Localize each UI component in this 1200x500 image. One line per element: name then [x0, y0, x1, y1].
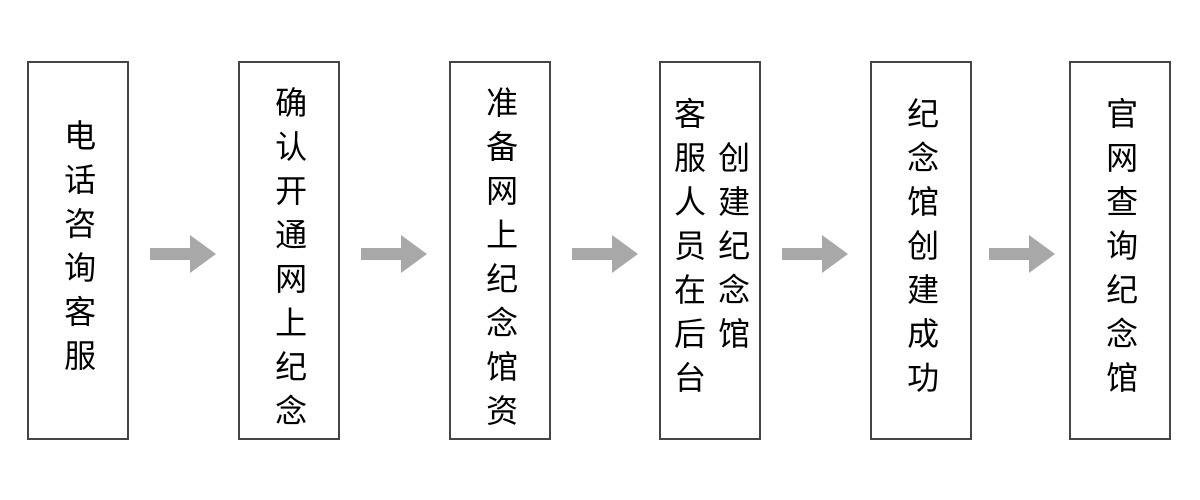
- arrow-right-icon-1: [150, 235, 216, 273]
- flow-node-5[interactable]: 纪念馆创建成功: [870, 61, 972, 440]
- arrow-right-icon-4: [782, 235, 848, 273]
- flow-node-3[interactable]: 准备网上纪念馆资料: [449, 61, 551, 440]
- flow-node-6-label: 官网查询纪念馆: [1101, 96, 1140, 405]
- flow-node-2-label: 确认开通网上纪念馆: [270, 85, 309, 440]
- flow-node-1[interactable]: 电话咨询客服: [27, 61, 129, 440]
- flow-node-3-label: 准备网上纪念馆资料: [481, 85, 520, 440]
- flow-node-4-label: 客服人员在后台创建纪念馆: [669, 96, 752, 405]
- arrow-right-icon-3: [572, 235, 638, 273]
- arrow-right-icon-5: [989, 235, 1055, 273]
- flow-node-2[interactable]: 确认开通网上纪念馆: [238, 61, 340, 440]
- flow-node-5-label: 纪念馆创建成功: [902, 96, 941, 405]
- arrow-right-icon-2: [361, 235, 427, 273]
- flow-node-1-label: 电话咨询客服: [59, 118, 98, 383]
- flow-node-6[interactable]: 官网查询纪念馆: [1069, 61, 1171, 440]
- flow-node-4[interactable]: 客服人员在后台创建纪念馆: [659, 61, 761, 440]
